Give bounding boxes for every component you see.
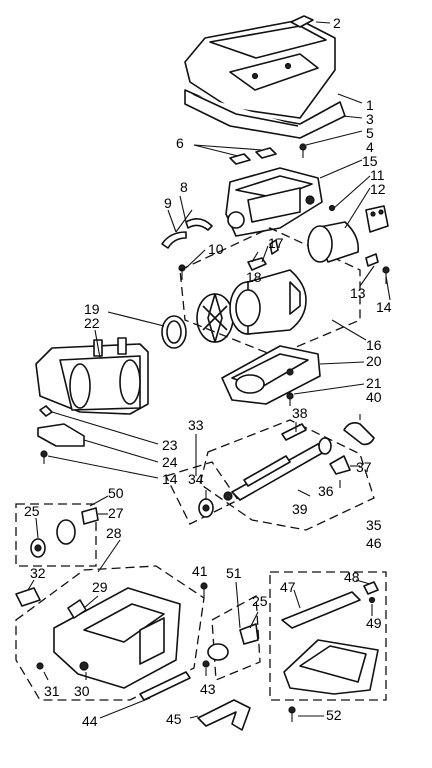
base-plate[interactable] (53, 587, 181, 689)
label-49: 49 (366, 615, 382, 631)
brush-housing[interactable] (221, 345, 321, 405)
label-14a: 14 (376, 299, 392, 315)
label-15: 15 (362, 153, 378, 169)
label-39: 39 (292, 501, 308, 517)
pedal-24[interactable] (37, 423, 85, 447)
label-21: 21 (366, 375, 382, 391)
label-47: 47 (280, 579, 296, 595)
screw-14[interactable] (40, 450, 48, 464)
belt-clips[interactable] (161, 218, 213, 249)
clip-29[interactable] (67, 599, 87, 619)
part-labels: 2 1 3 5 6 4 15 11 8 12 9 10 17 18 13 19 … (24, 15, 392, 729)
label-28: 28 (106, 525, 122, 541)
label-5: 5 (366, 125, 374, 141)
label-18: 18 (246, 269, 262, 285)
label-45: 45 (166, 711, 182, 727)
screw-21[interactable] (286, 392, 294, 406)
label-25a: 25 (24, 503, 40, 519)
axle-27[interactable] (81, 507, 99, 525)
label-16: 16 (366, 337, 382, 353)
lever-45[interactable] (197, 699, 251, 731)
label-14b: 14 (162, 471, 178, 487)
label-9: 9 (164, 195, 172, 211)
label-33: 33 (188, 417, 204, 433)
agitator-housing[interactable] (35, 337, 149, 415)
wheel-25[interactable] (30, 519, 76, 558)
label-19: 19 (84, 301, 100, 317)
label-24: 24 (162, 454, 178, 470)
label-23: 23 (162, 437, 178, 453)
end-cap-34[interactable] (198, 498, 214, 518)
label-35: 35 (366, 517, 382, 533)
label-32: 32 (30, 565, 46, 581)
bracket-parts[interactable] (229, 143, 307, 165)
label-17: 17 (268, 235, 284, 251)
label-38: 38 (292, 405, 308, 421)
label-51: 51 (226, 565, 242, 581)
end-cap-36[interactable] (329, 455, 351, 475)
label-6: 6 (176, 135, 184, 151)
label-44: 44 (82, 713, 98, 729)
screw-52[interactable] (288, 706, 296, 722)
brush-roll[interactable] (223, 423, 332, 501)
terminal-block[interactable] (365, 205, 389, 233)
screw-41[interactable] (200, 582, 208, 598)
label-36: 36 (318, 483, 334, 499)
bar-44[interactable] (139, 671, 191, 701)
label-43: 43 (200, 681, 216, 697)
label-50: 50 (108, 485, 124, 501)
label-20: 20 (366, 353, 382, 369)
wheel-25b[interactable] (249, 611, 259, 629)
label-31: 31 (44, 683, 60, 699)
hood-assembly[interactable] (184, 19, 346, 139)
motor-shell[interactable] (307, 204, 360, 263)
label-52: 52 (326, 707, 342, 723)
label-40: 40 (366, 389, 382, 405)
belt-40[interactable] (343, 422, 375, 446)
label-10: 10 (208, 241, 224, 257)
label-48: 48 (344, 569, 360, 585)
label-46: 46 (366, 535, 382, 551)
label-37: 37 (356, 459, 372, 475)
motor-assembly[interactable] (196, 239, 307, 343)
latch-32[interactable] (15, 587, 41, 607)
screw-13[interactable] (365, 253, 390, 284)
label-30: 30 (74, 683, 90, 699)
label-8: 8 (180, 179, 188, 195)
label-27: 27 (108, 505, 124, 521)
label-41: 41 (192, 563, 208, 579)
label-29: 29 (92, 579, 108, 595)
screw-10[interactable] (178, 264, 186, 280)
clip-48[interactable] (363, 581, 379, 604)
label-3: 3 (366, 111, 374, 127)
hood-clip-part[interactable] (290, 15, 314, 28)
label-25b: 25 (252, 593, 268, 609)
fan-housing[interactable] (225, 167, 323, 237)
screw-30[interactable] (79, 661, 89, 671)
label-13: 13 (350, 285, 366, 301)
swivel-51[interactable] (202, 623, 259, 668)
label-4: 4 (366, 139, 374, 155)
bottom-plate[interactable] (281, 591, 379, 695)
belt-ring[interactable] (161, 315, 187, 349)
label-12: 12 (370, 181, 386, 197)
label-1: 1 (366, 97, 374, 113)
label-2: 2 (333, 15, 341, 31)
label-11: 11 (370, 167, 385, 183)
label-34: 34 (188, 471, 204, 487)
roller-part-23[interactable] (39, 405, 53, 417)
screw-31[interactable] (36, 662, 44, 670)
label-22: 22 (84, 315, 100, 331)
